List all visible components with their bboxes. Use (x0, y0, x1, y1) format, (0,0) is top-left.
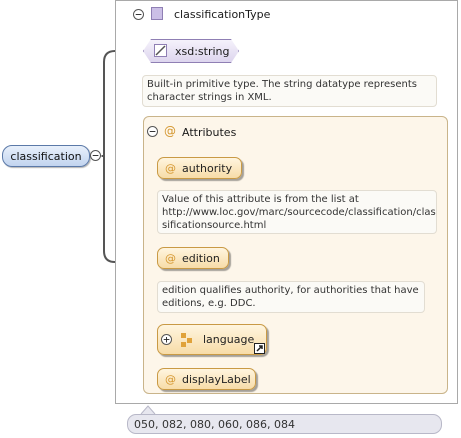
attributes-group-label: Attributes (182, 126, 237, 139)
collapse-icon[interactable]: − (133, 9, 144, 20)
simple-type-icon (154, 44, 167, 57)
reference-arrow-icon (254, 343, 265, 354)
simple-type-doc: Built-in primitive type. The string data… (142, 75, 437, 107)
attribute-group-icon (181, 333, 192, 347)
attribute-group-language[interactable]: + language (157, 324, 267, 355)
marc-fields-text: 050, 082, 080, 060, 086, 084 (134, 418, 295, 431)
at-sign-icon: @ (165, 162, 176, 175)
element-classification[interactable]: classification (2, 145, 90, 167)
attribute-label: edition (182, 252, 220, 265)
at-sign-icon: @ (165, 373, 176, 386)
marc-fields-bar: 050, 082, 080, 060, 086, 084 (127, 414, 442, 434)
attribute-edition-doc: edition qualifies authority, for authori… (157, 281, 425, 313)
attribute-displayLabel[interactable]: @ displayLabel (157, 368, 256, 390)
at-sign-icon: @ (165, 252, 176, 265)
collapse-icon[interactable]: − (147, 126, 158, 137)
attribute-label: authority (182, 162, 233, 175)
at-sign-icon: @ (164, 124, 176, 138)
attribute-authority-doc: Value of this attribute is from the list… (157, 190, 437, 234)
attribute-edition[interactable]: @ edition (157, 247, 229, 269)
type-name: classificationType (174, 8, 271, 21)
element-label: classification (10, 150, 82, 163)
attribute-authority[interactable]: @ authority (157, 157, 242, 179)
simple-type-label: xsd:string (175, 45, 230, 58)
attribute-group-label: language (203, 333, 255, 346)
attribute-label: displayLabel (182, 373, 251, 386)
collapse-icon[interactable]: − (90, 150, 101, 161)
expand-icon[interactable]: + (161, 334, 172, 345)
type-square-icon (151, 7, 163, 20)
